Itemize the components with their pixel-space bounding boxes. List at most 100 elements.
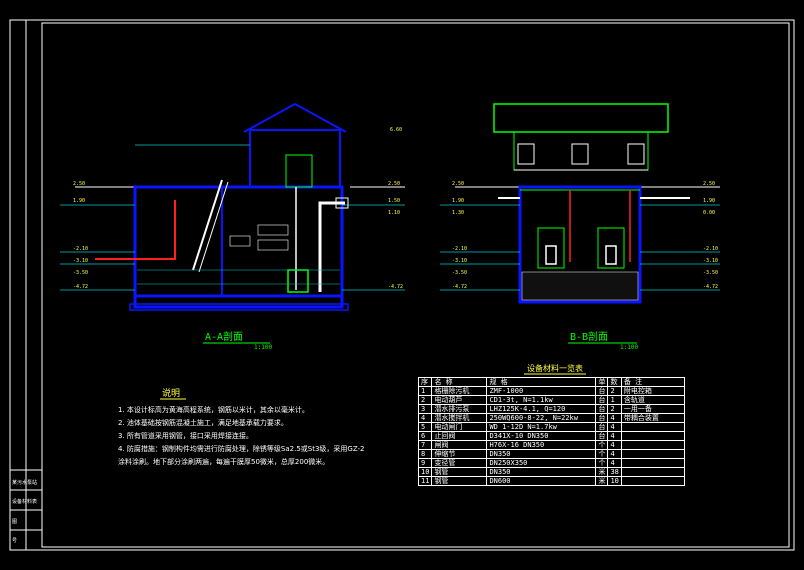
table-cell: 台 <box>595 413 609 423</box>
table-cell: 个 <box>595 458 609 468</box>
section-a-scale: 1:100 <box>254 344 272 351</box>
level-b-right-0: 2.50 <box>703 181 715 187</box>
section-a-title: A-A剖面 <box>205 330 243 343</box>
title-block-project: 某污水泵站 <box>12 479 37 486</box>
section-a-drawing <box>60 102 405 311</box>
level-a-left-4: -3.50 <box>73 270 88 276</box>
level-a-left-0: 2.50 <box>73 181 85 187</box>
table-cell: DN600 <box>486 476 597 486</box>
table-cell: 9 <box>417 458 433 468</box>
table-cell: 2 <box>607 404 622 414</box>
table-cell: 米 <box>595 476 609 486</box>
title-block-label: 图 <box>12 519 17 525</box>
note-line-5: 涂料涂刷。地下部分涂刷两遍，每遍干膜厚50微米，总厚200微米。 <box>118 458 330 466</box>
table-cell: 附电控箱 <box>620 386 685 396</box>
table-cell: 4 <box>607 422 622 432</box>
table-cell: 10 <box>417 467 433 477</box>
level-b-right-6: -4.72 <box>703 284 718 290</box>
table-cell: 变径管 <box>431 458 488 468</box>
table-header-cell: 序 <box>417 377 433 387</box>
level-b-left-4: -3.10 <box>452 258 467 264</box>
level-b-right-5: -3.50 <box>703 270 718 276</box>
table-cell: 止回阀 <box>431 431 488 441</box>
table-header-cell: 数 <box>607 377 622 387</box>
table-cell: 伸缩节 <box>431 449 488 459</box>
note-line-3: 3. 所有管道采用钢管，接口采用焊接连接。 <box>118 432 253 440</box>
table-cell: 5 <box>417 422 433 432</box>
table-cell <box>620 422 685 432</box>
table-title: 设备材料一览表 <box>527 363 583 373</box>
table-cell: 2 <box>607 386 622 396</box>
level-b-left-5: -3.50 <box>452 270 467 276</box>
level-b-right-1: 1.90 <box>703 198 715 204</box>
level-a-right-2: 1.10 <box>388 210 400 216</box>
level-a-right-0: 2.50 <box>388 181 400 187</box>
table-cell: 带耦合装置 <box>620 413 685 423</box>
title-block-number: 号 <box>12 538 17 544</box>
table-cell: 台 <box>595 422 609 432</box>
table-cell: 闸阀 <box>431 440 488 450</box>
section-b-scale: 1:100 <box>620 344 638 351</box>
table-cell: 4 <box>607 431 622 441</box>
table-cell <box>620 449 685 459</box>
table-cell: 10 <box>607 476 622 486</box>
table-cell: 4 <box>607 440 622 450</box>
table-cell: 含轨道 <box>620 395 685 405</box>
table-cell <box>620 440 685 450</box>
table-cell: 潜水搅拌机 <box>431 413 488 423</box>
table-cell: 电动葫芦 <box>431 395 488 405</box>
level-a-left-2: -2.10 <box>73 246 88 252</box>
level-b-right-2: 0.00 <box>703 210 715 216</box>
roof-level: 6.60 <box>390 127 402 133</box>
level-b-right-4: -3.10 <box>703 258 718 264</box>
level-b-left-0: 2.50 <box>452 181 464 187</box>
level-a-left-1: 1.90 <box>73 198 85 204</box>
note-line-1: 1. 本设计标高为黄海高程系统，钢筋以米计，其余以毫米计。 <box>118 406 309 414</box>
table-cell: 6 <box>417 431 433 441</box>
section-b-title: B-B剖面 <box>570 330 608 343</box>
table-cell <box>620 467 685 477</box>
level-a-right-1: 1.50 <box>388 198 400 204</box>
table-cell: 钢管 <box>431 476 488 486</box>
table-header-cell: 备 注 <box>620 377 685 387</box>
level-b-right-3: -2.10 <box>703 246 718 252</box>
table-header-cell: 规 格 <box>486 377 597 387</box>
table-cell: H76X-16 DN350 <box>486 440 597 450</box>
table-cell: DN250X350 <box>486 458 597 468</box>
table-cell: CD1-3t, N=1.1kw <box>486 395 597 405</box>
table-header-row: 序 名 称 规 格 单 数 备 注 <box>417 377 685 387</box>
table-cell: 台 <box>595 431 609 441</box>
level-a-right-3: -4.72 <box>388 284 403 290</box>
table-cell: 台 <box>595 404 609 414</box>
level-a-left-5: -4.72 <box>73 284 88 290</box>
level-a-left-3: -3.10 <box>73 258 88 264</box>
note-line-4: 4. 防腐措施：钢制构件均需进行防腐处理，除锈等级Sa2.5或St3级，采用GZ… <box>118 445 365 453</box>
table-cell: 4 <box>607 449 622 459</box>
table-cell: 潜水排污泵 <box>431 404 488 414</box>
table-cell: 格栅除污机 <box>431 386 488 396</box>
level-b-left-2: 1.30 <box>452 210 464 216</box>
table-cell: WD 1-12D N=1.7kw <box>486 422 597 432</box>
table-cell: 2 <box>417 395 433 405</box>
table-cell: 4 <box>607 458 622 468</box>
table-cell: D341X-10 DN350 <box>486 431 597 441</box>
table-cell <box>620 476 685 486</box>
table-cell: 电动闸门 <box>431 422 488 432</box>
table-cell: 个 <box>595 440 609 450</box>
table-cell: 1 <box>607 395 622 405</box>
title-block-drawing: 设备材料表 <box>12 498 37 505</box>
table-cell: 3 <box>417 404 433 414</box>
note-line-2: 2. 池体基础按钢筋混凝土施工，满足地基承载力要求。 <box>118 419 288 427</box>
sheet-border <box>9 19 795 551</box>
table-cell: 个 <box>595 449 609 459</box>
